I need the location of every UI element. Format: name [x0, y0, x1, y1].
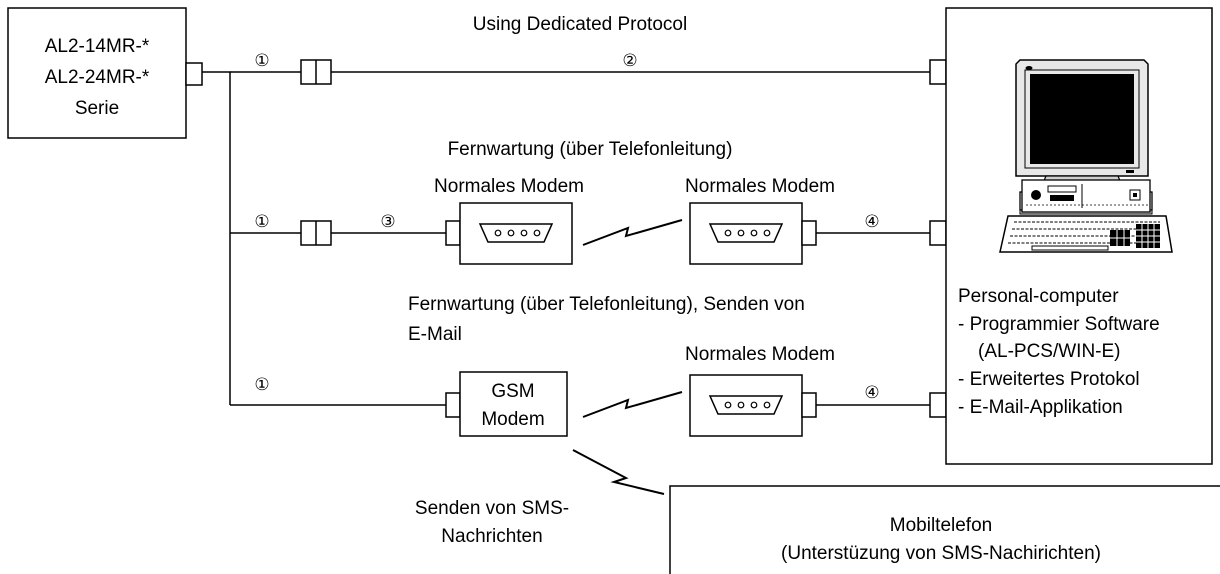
route-dedicated: ① ② Using Dedicated Protocol: [230, 14, 947, 85]
remote-email-label-2: E-Mail: [408, 324, 462, 345]
pc-title: Personal-computer: [958, 286, 1119, 307]
pc-port-3: [929, 392, 947, 418]
trunk-cable: [202, 71, 231, 405]
normal-modem-right: [689, 202, 817, 265]
dedicated-protocol-label: Using Dedicated Protocol: [473, 14, 687, 35]
mobile-title: Mobiltelefon: [890, 515, 992, 536]
pc-item-software: - Programmier Software: [958, 314, 1160, 335]
gsm-link-icon: [582, 391, 683, 418]
pc-item-email: - E-Mail-Applikation: [958, 397, 1123, 418]
sms-link-icon: [572, 449, 665, 495]
marker-cable-4: ④: [864, 212, 879, 231]
marker-cable-3: ③: [380, 212, 395, 231]
remote-phone-label: Fernwartung (über Telefonleitung): [448, 139, 733, 160]
gsm-modem-label: Modem: [481, 409, 544, 430]
computer-icon: [999, 59, 1173, 253]
marker-cable-1: ①: [254, 212, 269, 231]
plc-series: Serie: [75, 98, 119, 119]
mobile-phone: Mobiltelefon (Unterstüzung von SMS-Nachi…: [669, 485, 1220, 574]
plc-unit: AL2-14MR-* AL2-24MR-* Serie: [7, 7, 187, 139]
marker-cable-1: ①: [254, 375, 269, 394]
marker-cable-1: ①: [254, 51, 269, 70]
phone-link-icon: [582, 219, 683, 246]
gsm-modem: GSM Modem: [445, 371, 568, 437]
personal-computer: Personal-computer - Programmier Software…: [945, 7, 1213, 465]
remote-email-label-1: Fernwartung (über Telefonleitung), Sende…: [408, 294, 805, 315]
route-gsm-email: Fernwartung (über Telefonleitung), Sende…: [230, 294, 947, 437]
modem-label-gsm-route: Normales Modem: [685, 344, 835, 365]
marker-cable-4: ④: [864, 383, 879, 402]
marker-cable-2: ②: [622, 51, 637, 70]
gsm-label: GSM: [491, 381, 534, 402]
pc-item-software-name: (AL-PCS/WIN-E): [978, 341, 1121, 362]
plc-model-2: AL2-24MR-*: [45, 67, 150, 88]
modem-label-right: Normales Modem: [685, 176, 835, 197]
plc-model-1: AL2-14MR-*: [45, 36, 150, 57]
route-remote-phone: Fernwartung (über Telefonleitung) Normal…: [230, 139, 947, 265]
normal-modem-gsm-route: [689, 374, 817, 437]
normal-modem-left: [445, 202, 573, 265]
pc-item-protocol: - Erweitertes Protokol: [958, 369, 1140, 390]
sms-label-2: Nachrichten: [441, 526, 542, 547]
mobile-subtitle: (Unterstüzung von SMS-Nachirichten): [781, 543, 1101, 564]
pc-port-1: [929, 59, 947, 85]
sms-label-1: Senden von SMS-: [415, 498, 569, 519]
modem-label-left: Normales Modem: [434, 176, 584, 197]
plc-port: [185, 62, 203, 86]
pc-port-2: [929, 220, 947, 246]
